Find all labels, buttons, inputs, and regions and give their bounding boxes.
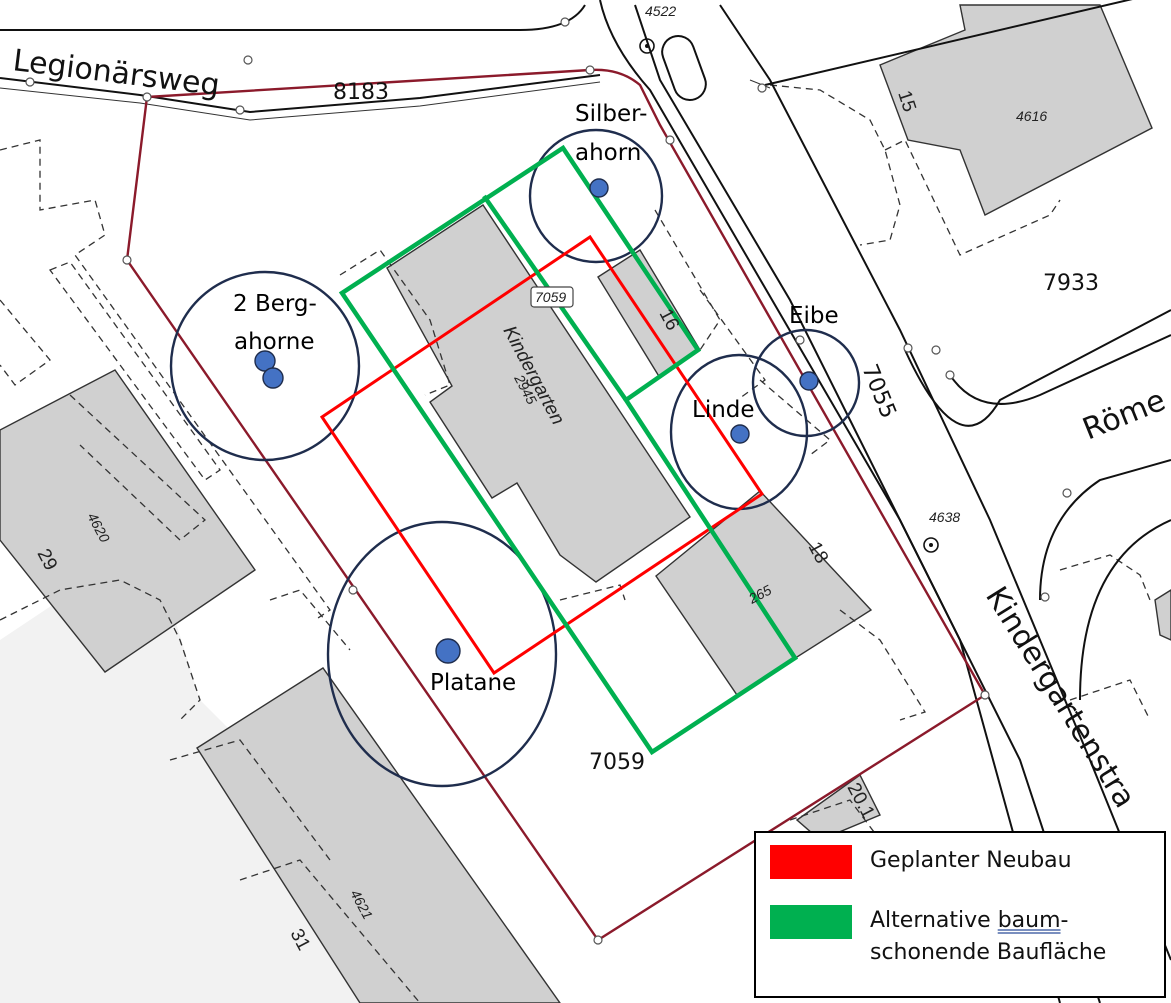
survey-point bbox=[923, 537, 939, 553]
tree-label-linde: Linde bbox=[692, 397, 755, 423]
building-kindergarten bbox=[386, 204, 691, 583]
legend-swatch-planned bbox=[770, 845, 852, 879]
legend-swatch-alternative bbox=[770, 905, 852, 939]
survey-point-dot bbox=[645, 44, 649, 48]
building-4620 bbox=[0, 369, 256, 673]
survey-point-dot bbox=[929, 543, 933, 547]
tree-label-silberahorn-2: ahorn bbox=[575, 140, 641, 166]
tree-label-bergahorne-2: ahorne bbox=[234, 329, 315, 355]
legend-row-alternative: Alternative baum- schonende Baufläche bbox=[770, 905, 1106, 969]
road-island bbox=[661, 35, 707, 101]
tree-crowns bbox=[169, 128, 861, 788]
building-4621 bbox=[196, 667, 561, 1003]
building-edge bbox=[1154, 589, 1171, 641]
legend-label-alternative-part3: - bbox=[1060, 908, 1069, 933]
parcel-7059-box-label: 7059 bbox=[535, 289, 566, 305]
legend-row-planned: Geplanter Neubau bbox=[770, 845, 1072, 879]
trunk-eibe bbox=[799, 371, 819, 391]
street-legionaersweg: Legionärsweg bbox=[11, 43, 221, 103]
buildings bbox=[0, 4, 1171, 1003]
parcel-boundary bbox=[125, 68, 987, 942]
parcel-4522: 4522 bbox=[645, 3, 676, 19]
tree-label-eibe: Eibe bbox=[789, 303, 839, 329]
parcel-7059: 7059 bbox=[589, 750, 645, 775]
crown-bergahorne bbox=[169, 270, 361, 462]
boundary-points bbox=[25, 17, 1072, 945]
trunk-silberahorn bbox=[589, 178, 609, 198]
building-4616 bbox=[879, 4, 1153, 216]
trunk-platane bbox=[435, 638, 461, 664]
tree-label-platane: Platane bbox=[430, 670, 516, 696]
legend-label-alternative: Alternative baum- schonende Baufläche bbox=[870, 905, 1106, 969]
dashed-outlines bbox=[0, 84, 1151, 1003]
parcel-8183: 8183 bbox=[333, 80, 389, 105]
street-kindergartenstrasse: Kindergartenstra bbox=[978, 581, 1142, 814]
trunk-linde bbox=[730, 424, 750, 444]
legend-label-alternative-line2: schonende Baufläche bbox=[870, 940, 1107, 965]
parcel-7933: 7933 bbox=[1043, 271, 1099, 296]
survey-point bbox=[639, 38, 655, 54]
legend-label-alternative-part1: Alternative bbox=[870, 908, 998, 933]
crown-platane bbox=[326, 520, 558, 788]
tree-label-silberahorn-1: Silber- bbox=[575, 101, 647, 127]
parcel-7059-box bbox=[530, 286, 574, 308]
tree-trunks bbox=[254, 178, 819, 664]
parcel-7055: 7055 bbox=[856, 361, 900, 422]
map-legend: Geplanter Neubau Alternative baum- schon… bbox=[754, 831, 1166, 998]
street-roemer: Röme bbox=[1078, 383, 1170, 447]
legend-label-alternative-part2: baum bbox=[997, 908, 1061, 933]
trunk-bergahorn-2 bbox=[262, 367, 284, 389]
legend-label-planned: Geplanter Neubau bbox=[870, 848, 1072, 873]
planned-building-outline bbox=[319, 234, 765, 676]
parcel-4638: 4638 bbox=[929, 509, 960, 525]
building-4616-label: 4616 bbox=[1016, 108, 1047, 124]
tree-label-bergahorne-1: 2 Berg- bbox=[233, 291, 317, 317]
crown-silberahorn bbox=[528, 128, 664, 264]
